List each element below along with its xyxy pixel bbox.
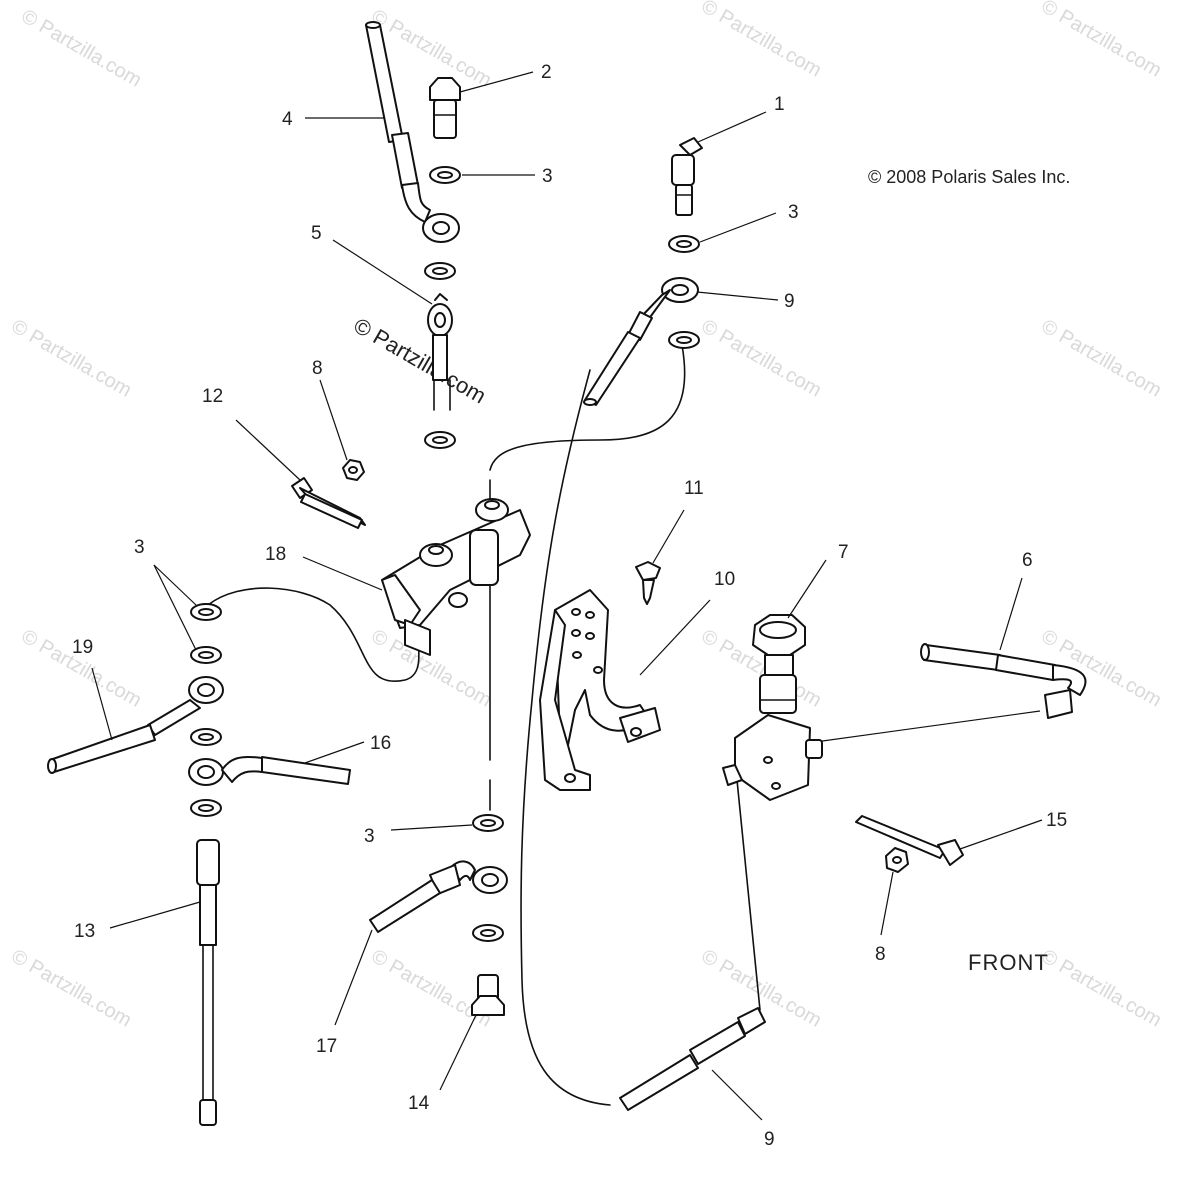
callout-5: 5 [311, 223, 322, 244]
part-9-brake-hose-upper [583, 277, 699, 406]
callout-9: 9 [784, 291, 795, 312]
callout-labels: 2 1 3 3 4 5 9 8 12 11 10 7 6 18 3 19 16 … [72, 62, 1067, 1150]
part-4-brake-hose [365, 21, 460, 243]
callout-16: 16 [370, 733, 391, 754]
brake-line-left [207, 587, 420, 683]
part-7-proportioning-valve [722, 614, 823, 801]
watermark: © Partzilla.com [1038, 945, 1166, 1031]
copyright-text: © 2008 Polaris Sales Inc. [868, 167, 1070, 187]
part-8-nut-upper [342, 459, 365, 481]
part-17-brake-hose [369, 860, 508, 933]
brake-line-long [520, 369, 611, 1106]
callout-3: 3 [134, 537, 145, 558]
part-19-brake-hose [47, 676, 224, 774]
watermark-main: © Partzilla.com [350, 313, 491, 409]
callout-15: 15 [1046, 810, 1067, 831]
watermark: © Partzilla.com [8, 315, 136, 401]
callout-13: 13 [74, 921, 95, 942]
callout-17: 17 [316, 1036, 337, 1057]
watermark: © Partzilla.com [698, 315, 826, 401]
watermark: © Partzilla.com [368, 625, 496, 711]
watermark: © Partzilla.com [1038, 315, 1166, 401]
guide-line [807, 710, 1041, 744]
part-14-banjo-bolt [471, 974, 505, 1016]
part-5-banjo-fitting [427, 293, 453, 381]
part-1-pressure-switch [671, 137, 703, 216]
watermark: © Partzilla.com [8, 945, 136, 1031]
part-8-nut-lower [885, 847, 909, 873]
callout-3: 3 [364, 826, 375, 847]
part-2-banjo-bolt [429, 77, 461, 139]
callout-14: 14 [408, 1093, 430, 1114]
callout-1: 1 [774, 94, 785, 115]
callout-3: 3 [788, 202, 799, 223]
part-15-bolt [855, 815, 964, 866]
part-16-brake-hose [188, 755, 351, 786]
front-label: FRONT [968, 950, 1049, 975]
callout-19: 19 [72, 637, 93, 658]
part-9-brake-line-lower [619, 1007, 766, 1111]
part-12-bolt [291, 477, 366, 529]
callout-18: 18 [265, 544, 286, 565]
watermark: © Partzilla.com [368, 945, 496, 1031]
callout-11: 11 [684, 478, 704, 499]
watermark: © Partzilla.com [18, 5, 146, 91]
part-18-master-cylinder [381, 498, 531, 656]
watermark: © Partzilla.com [698, 0, 826, 82]
callout-6: 6 [1022, 550, 1033, 571]
brake-lines [207, 344, 1041, 1106]
crush-washers [190, 166, 700, 942]
watermark: © Partzilla.com [1038, 0, 1166, 82]
leader-lines [91, 71, 1043, 1121]
part-6-brake-line [920, 643, 1087, 719]
watermark-layer: © Partzilla.com © Partzilla.com © Partzi… [8, 0, 1166, 1032]
part-13-brake-hose [196, 839, 220, 1126]
callout-2: 2 [541, 62, 552, 83]
callout-3: 3 [542, 166, 553, 187]
brake-line-curve [489, 344, 686, 471]
callout-12: 12 [202, 386, 223, 407]
callout-7: 7 [838, 542, 849, 563]
guide-line [735, 769, 761, 1011]
part-11-screw [635, 561, 661, 605]
part-10-bracket [539, 589, 661, 791]
callout-4: 4 [282, 109, 293, 130]
callout-9: 9 [764, 1129, 775, 1150]
callout-8: 8 [312, 358, 323, 379]
callout-8: 8 [875, 944, 886, 965]
callout-10: 10 [714, 569, 735, 590]
